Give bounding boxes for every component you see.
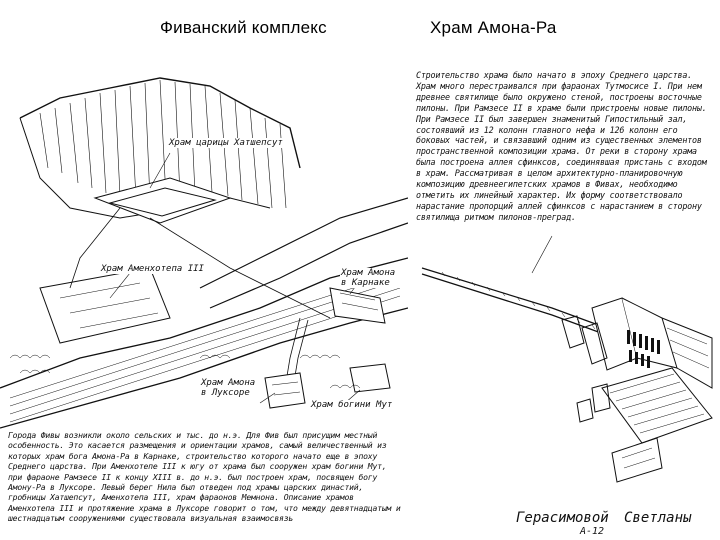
theban-complex-panel: Храм царицы Хатшепсут Храм Аменхотепа II…: [0, 58, 408, 540]
label-amenhotep: Храм Аменхотепа III: [100, 264, 205, 274]
right-title: Храм Амона-Ра: [430, 18, 557, 37]
theban-complex-text: Города Фивы возникли около сельских и ты…: [8, 430, 401, 524]
signature-surname: Герасимовой: [516, 510, 609, 526]
signature-group: А-12: [580, 526, 605, 537]
amon-ra-text: Строительство храма было начато в эпоху …: [416, 70, 707, 222]
label-mut: Храм богини Мут: [310, 400, 394, 410]
amon-ra-panel: Строительство храма было начато в эпоху …: [412, 58, 720, 540]
label-amon-luxor: Храм Амона в Луксоре: [200, 378, 262, 398]
label-amon-karnak: Храм Амона в Карнаке: [340, 268, 402, 288]
theban-complex-sketch: [0, 77, 408, 429]
label-hatshepsut: Храм царицы Хатшепсут: [168, 138, 284, 148]
left-title: Фиванский комплекс: [160, 18, 327, 37]
amon-ra-plan-sketch: [421, 235, 713, 483]
signature-name: Светланы: [624, 510, 692, 526]
